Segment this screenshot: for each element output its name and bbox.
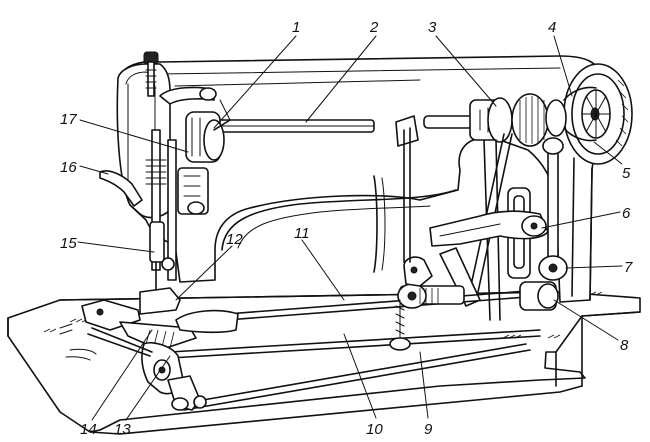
feed-mechanism <box>389 115 465 351</box>
leader-8 <box>553 299 619 341</box>
upper-shaft <box>213 115 481 133</box>
callout-2: 2 <box>369 19 379 36</box>
leader-16 <box>79 165 109 175</box>
callout-10: 10 <box>366 421 383 438</box>
leader-17 <box>79 119 189 153</box>
leader-10 <box>343 333 377 419</box>
leader-4 <box>553 35 573 97</box>
callout-5: 5 <box>622 165 631 182</box>
leader-12 <box>175 245 233 301</box>
callout-13: 13 <box>114 421 131 438</box>
callout-8: 8 <box>620 337 629 354</box>
leader-15 <box>77 241 155 253</box>
callout-1: 1 <box>292 19 300 36</box>
handwheel <box>563 63 633 165</box>
callout-15: 15 <box>60 235 77 252</box>
leader-13 <box>125 355 171 421</box>
callout-9: 9 <box>424 421 433 438</box>
leader-6 <box>541 211 621 229</box>
leader-11 <box>301 239 345 301</box>
callout-labels: 1 2 3 4 5 6 7 8 9 10 11 12 13 14 15 16 1… <box>60 19 633 438</box>
leader-2 <box>305 35 377 123</box>
callout-16: 16 <box>60 159 77 176</box>
belt-pulley <box>469 93 567 147</box>
front-linkage <box>59 299 239 411</box>
leader-5 <box>593 141 623 165</box>
leader-1 <box>213 35 297 129</box>
leader-lines <box>77 35 623 421</box>
leader-3 <box>435 35 497 107</box>
callout-7: 7 <box>624 259 633 276</box>
callout-11: 11 <box>294 225 310 242</box>
lower-shafts <box>169 281 559 411</box>
callout-12: 12 <box>226 231 243 248</box>
callout-17: 17 <box>60 111 77 128</box>
callout-14: 14 <box>80 421 97 438</box>
callout-3: 3 <box>428 19 437 36</box>
leader-9 <box>419 351 429 419</box>
needle-head-mechanism <box>99 51 231 315</box>
leader-7 <box>565 265 623 269</box>
callout-6: 6 <box>622 205 631 222</box>
leader-14 <box>91 329 153 421</box>
callout-4: 4 <box>548 19 556 36</box>
feed-regulator-link <box>429 187 549 307</box>
